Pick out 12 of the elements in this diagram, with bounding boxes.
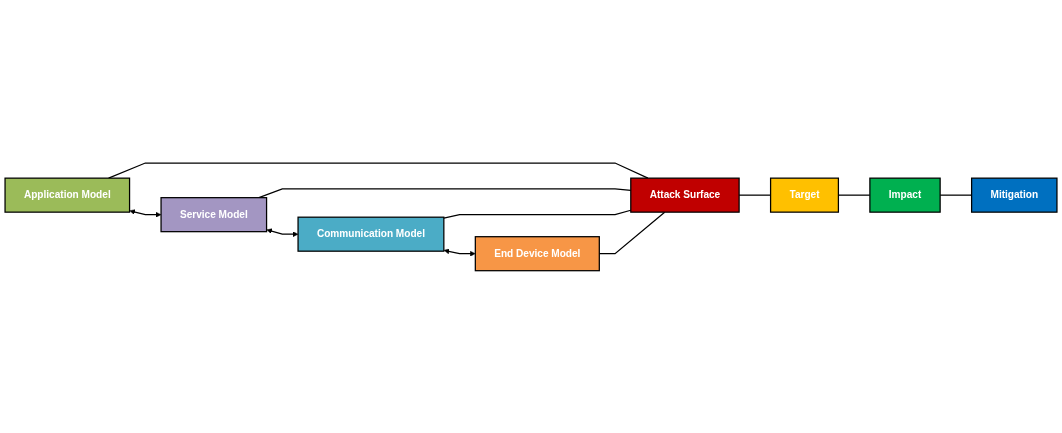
node-box: Target: [769, 177, 840, 213]
connector: [443, 209, 632, 219]
node-box: Communication Model: [297, 216, 445, 252]
arrow: [129, 208, 162, 218]
node-box: Mitigation: [971, 177, 1058, 213]
arrow: [443, 248, 476, 257]
arrow: [266, 228, 299, 237]
node-box: Attack Surface: [630, 177, 740, 213]
node-box: Impact: [869, 177, 941, 213]
node-box: End Device Model: [474, 235, 600, 271]
node-box: Application Model: [4, 177, 131, 213]
node-box: Service Model: [160, 196, 268, 232]
